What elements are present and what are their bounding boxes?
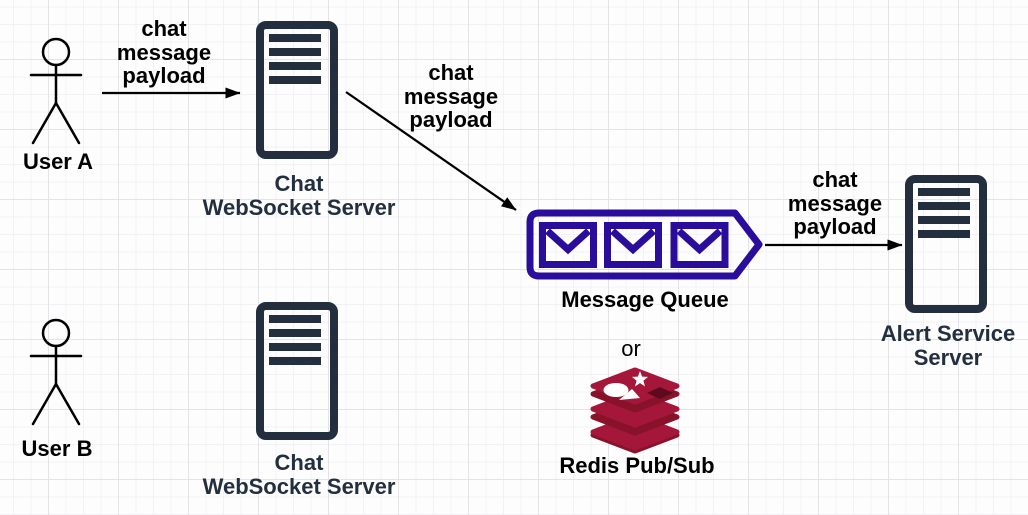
redis-stack-icon [590, 367, 680, 454]
edge-label-line: chat [428, 60, 474, 85]
edge-label-ws-to-queue: chat message payload [404, 61, 498, 132]
message-queue-icon [526, 209, 763, 280]
edge-label-line: payload [793, 214, 877, 239]
person-icon [29, 318, 83, 426]
edge-label-queue-to-alert: chat message payload [788, 168, 882, 239]
actor-user-a [27, 37, 87, 145]
redis-pubsub-label: Redis Pub/Sub [559, 453, 715, 478]
server-icon [256, 21, 338, 159]
server-icon [905, 175, 987, 313]
node-chat-websocket-server-1 [255, 20, 339, 160]
node-alert-service-server [904, 174, 988, 314]
alert-service-server-label: Alert Service Server [881, 322, 1016, 369]
server-icon [256, 302, 338, 440]
envelope-icon [539, 222, 597, 268]
or-text: or [621, 336, 641, 361]
edge-label-line: message [116, 39, 212, 65]
edge-label-line: payload [122, 63, 206, 88]
actor-user-b [27, 318, 87, 426]
edge-label-line: chat [141, 16, 187, 41]
chat-websocket-server-1-label: Chat WebSocket Server [203, 172, 396, 219]
edge-label-line: message [403, 83, 499, 109]
user-a-label: User A [22, 149, 94, 174]
label-line: Server [913, 344, 983, 370]
label-line: Alert Service [880, 321, 1016, 346]
user-b-label: User B [21, 436, 93, 461]
edge-label-line: message [787, 190, 883, 216]
message-queue-label: Message Queue [561, 287, 729, 312]
node-chat-websocket-server-2 [255, 301, 339, 441]
label-line: WebSocket Server [202, 194, 396, 220]
label-line: Chat [274, 450, 324, 475]
envelope-icon [604, 222, 662, 268]
edge-label-line: payload [409, 107, 493, 132]
label-line: WebSocket Server [202, 473, 396, 499]
node-redis-pubsub [589, 367, 681, 454]
label-line: Chat [274, 171, 324, 196]
edge-label-user-a-to-ws: chat message payload [117, 17, 211, 88]
person-icon [29, 37, 83, 145]
envelope-icon [670, 222, 729, 268]
node-message-queue [523, 207, 769, 283]
edge-label-line: chat [812, 167, 858, 192]
chat-websocket-server-2-label: Chat WebSocket Server [203, 451, 396, 498]
